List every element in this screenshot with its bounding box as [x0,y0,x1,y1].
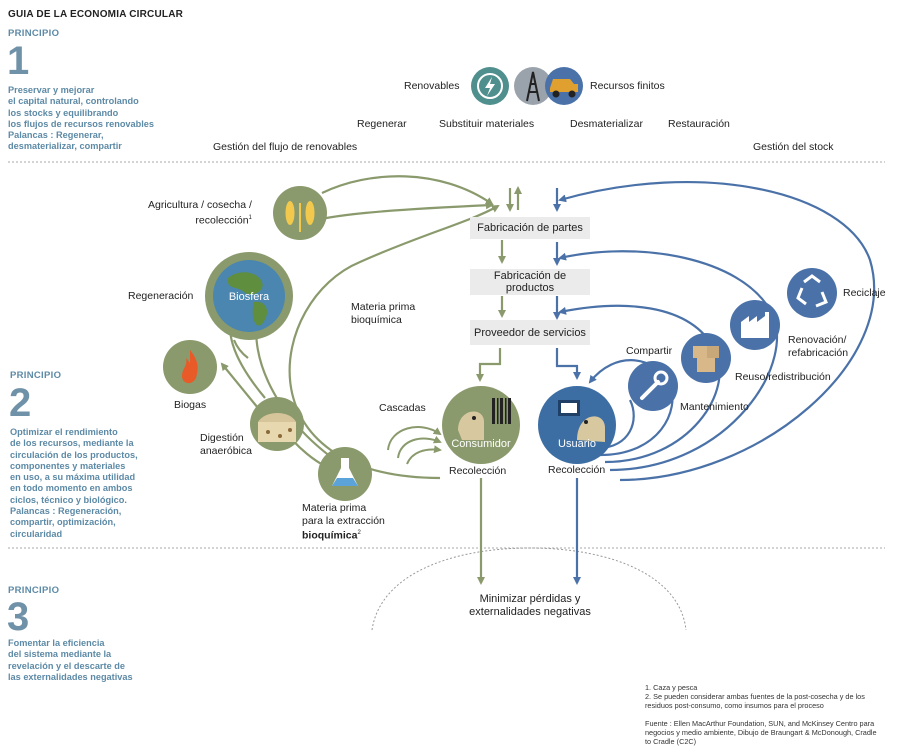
biosphere-label: Biosfera [229,291,270,303]
principle-3-number: 3 [7,595,30,639]
biogas-label: Biogas [174,399,207,411]
service-provider-box: Proveedor de servicios [470,320,590,345]
cascades-label: Cascadas [379,402,426,414]
renewables-icon [471,67,509,105]
factory-icon [730,300,780,350]
principle-1-label: PRINCIPIO [8,28,60,39]
fish-icon [273,186,327,240]
renewables-flow-management-label: Gestión del flujo de renovables [213,141,358,153]
consumer-icon [442,386,520,464]
principle-2-label: PRINCIPIO [10,370,62,381]
minimize-arc [371,547,687,631]
renewables-label: Renovables [404,80,460,92]
oil-derrick-icon [514,67,552,105]
regeneration-label: Regeneración [128,290,194,302]
finite-resources-label: Recursos finitos [590,80,665,92]
user-icon [538,386,616,464]
biosphere-globe-icon [205,252,293,340]
stock-management-label: Gestión del stock [753,141,834,153]
restoration-label: Restauración [668,118,730,130]
principle-1-number: 1 [7,39,30,83]
anaerobic-digestion-icon [250,397,304,451]
parts-manufacturing-box: Fabricación de partes [470,217,590,239]
substitute-materials-label: Substituir materiales [439,118,535,130]
recycling-label: Reciclaje [843,287,886,299]
remanufacture-label: Renovación/refabricación [788,334,849,359]
maintenance-label: Mantenimiento [680,401,749,413]
dematerialize-label: Desmaterializar [570,118,643,130]
user-label: Usuario [558,438,596,450]
share-label: Compartir [626,345,673,357]
agriculture-label: Agricultura / cosecha /recolección1 [148,199,252,226]
page-title: GUIA DE LA ECONOMIA CIRCULAR [8,9,184,20]
consumer-label: Consumidor [451,438,511,450]
flask-icon [318,447,372,501]
wrench-icon [628,361,678,411]
collection-left-label: Recolección [449,465,507,477]
principle-2-number: 2 [9,381,32,425]
principle-3-label: PRINCIPIO [8,585,60,596]
biogas-flame-icon [163,340,217,394]
boxes-icon [681,333,731,383]
reuse-label: Reuso/redistribución [735,371,831,383]
mining-truck-icon [545,67,583,105]
collection-right-label: Recolección [548,464,606,476]
regenerate-label: Regenerar [357,118,407,130]
recycle-icon [787,268,837,318]
